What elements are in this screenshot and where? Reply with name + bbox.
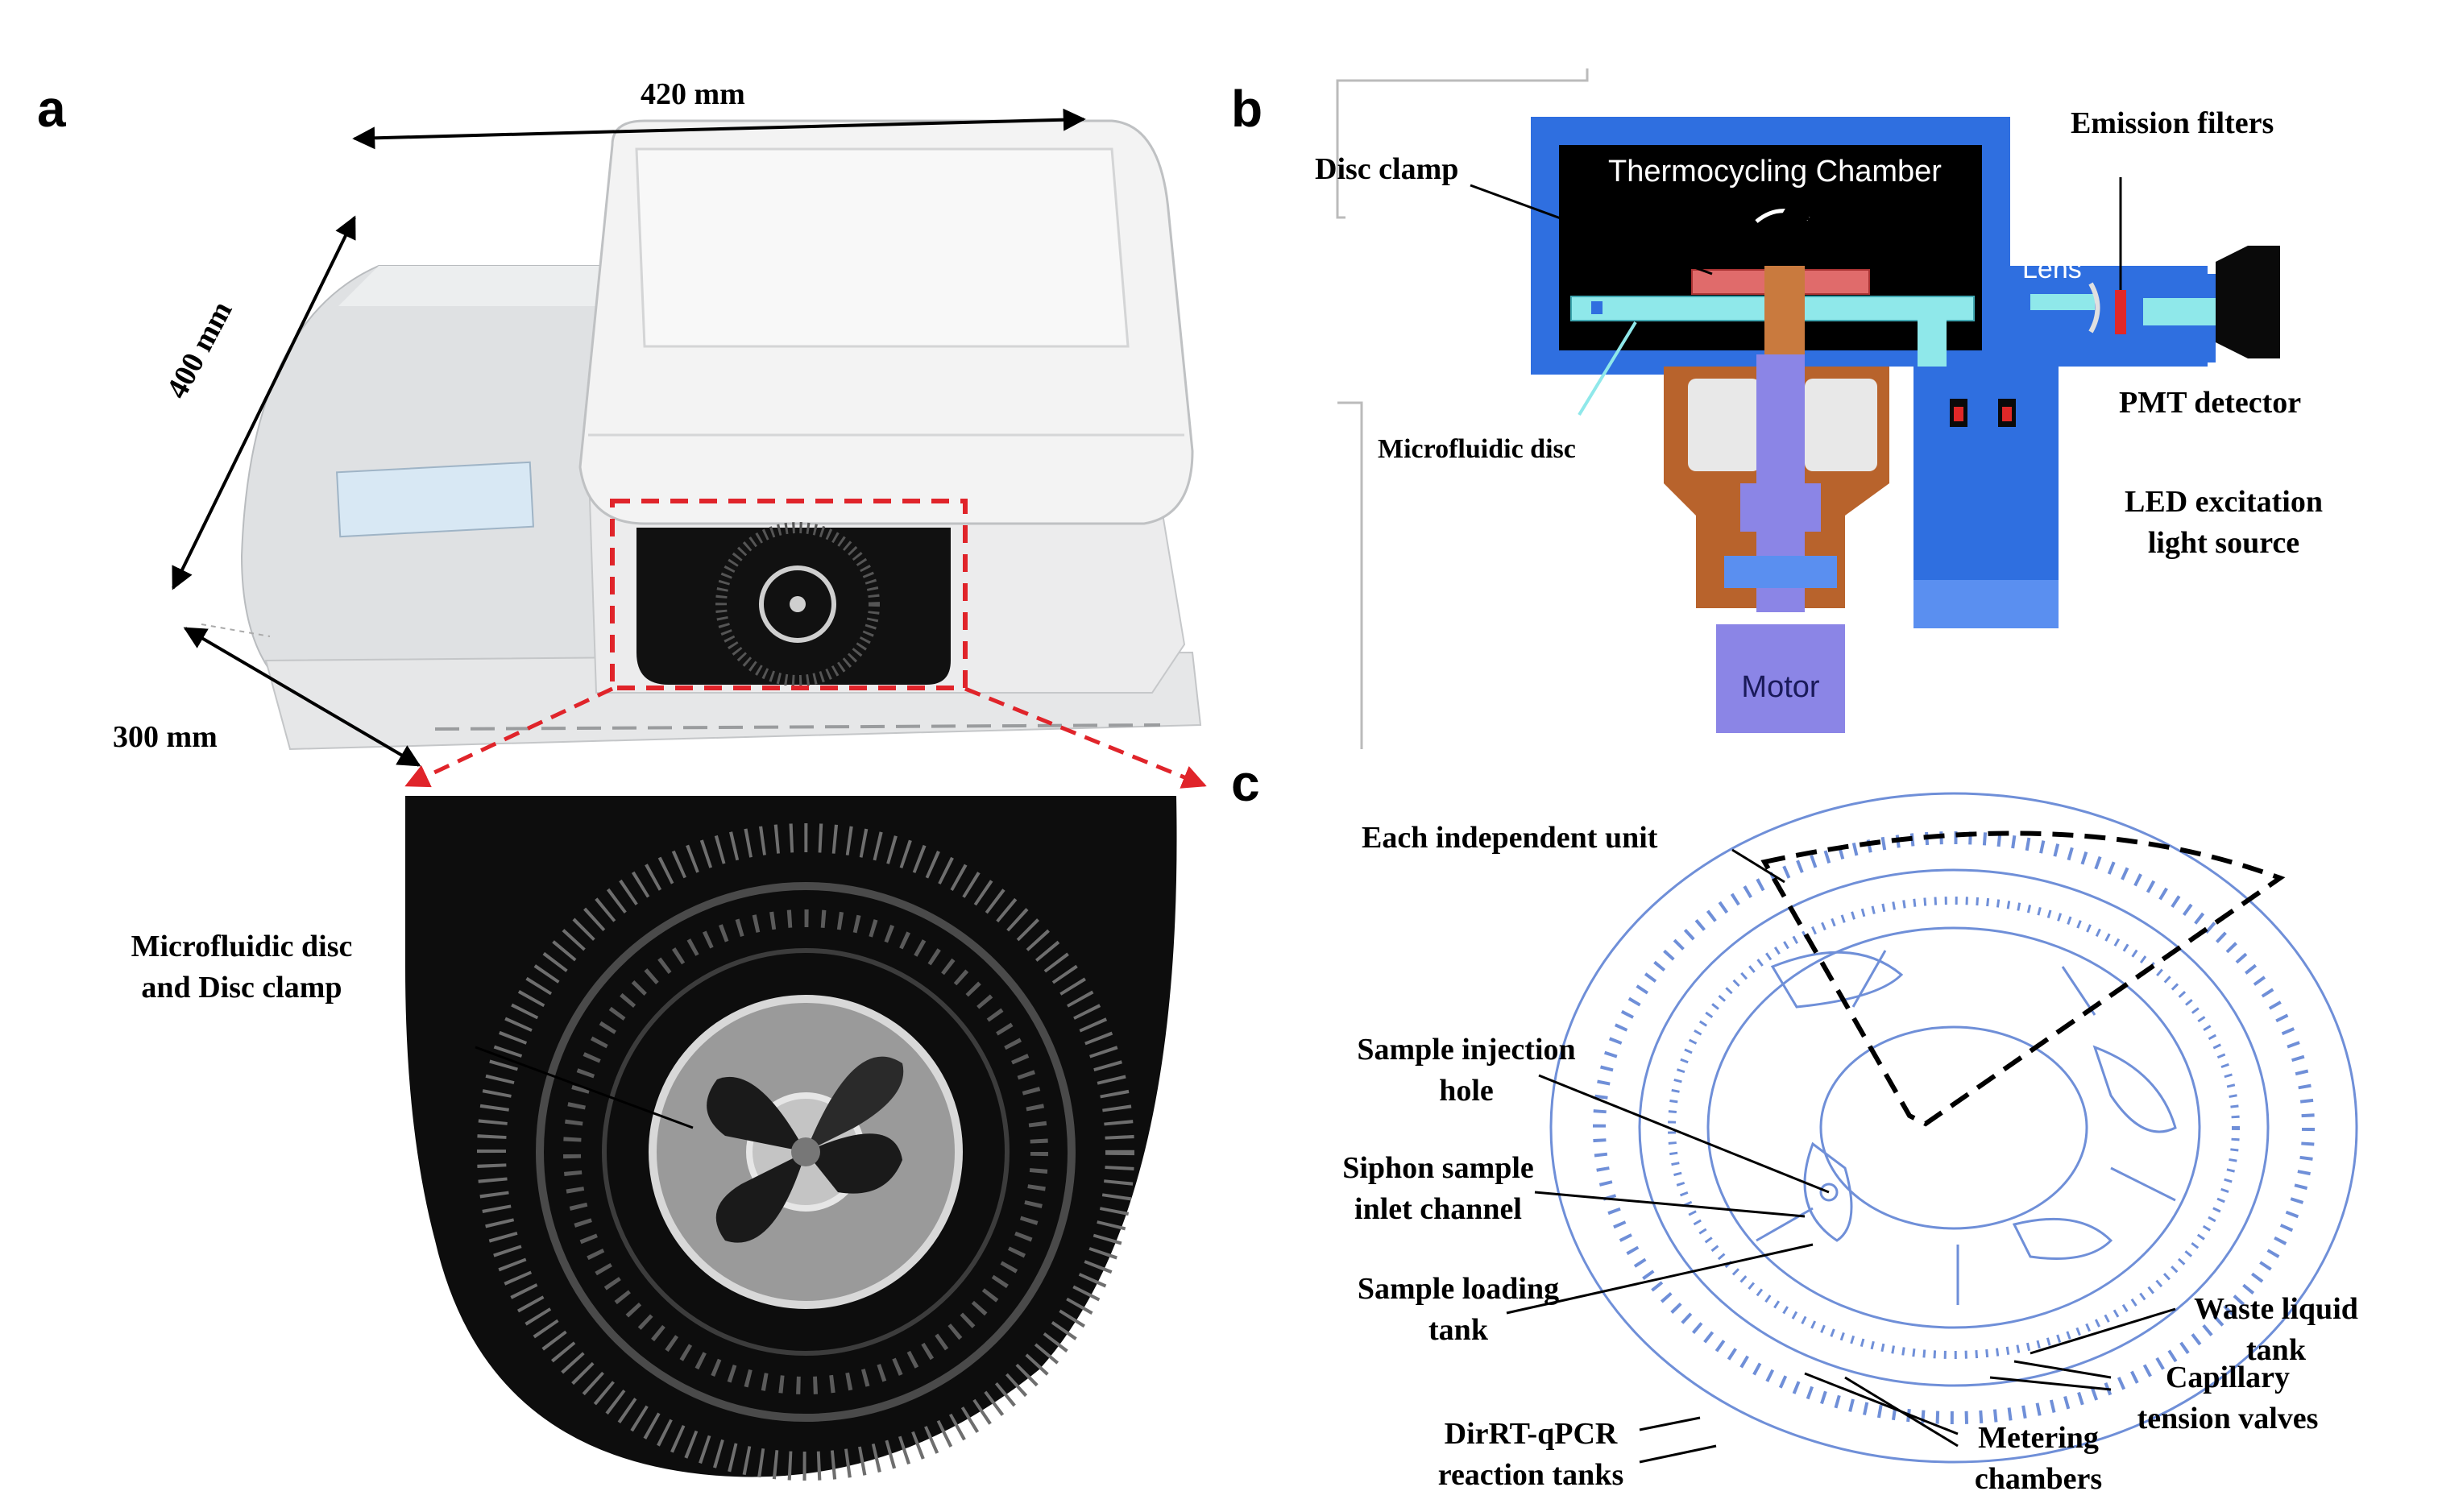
motor-label: Motor (1741, 670, 1819, 704)
loading-tank-line2: tank (1428, 1313, 1488, 1348)
siphon-channel-label: Siphon sample inlet channel (1281, 1148, 1595, 1231)
pmt-detector-label: PMT detector (2119, 386, 2302, 420)
chamber-title: Thermocycling Chamber (1608, 155, 1942, 188)
waste-tank-line2: tank (2246, 1333, 2306, 1368)
capillary-valves-line1: Capillary (2165, 1361, 2291, 1394)
independent-unit-outline (1760, 831, 2286, 1127)
sample-injection-label: Sample injection hole (1289, 1029, 1644, 1112)
depth-dimension-arrow (172, 215, 356, 590)
capillary-valves-line2: tension valves (2137, 1402, 2319, 1436)
reaction-tanks-line1: DirRT-qPCR (1444, 1417, 1618, 1451)
zoomed-disc-photo (405, 793, 1209, 1494)
disc-clamp-label: Disc clamp (1315, 152, 1459, 186)
sample-injection-line1: Sample injection (1357, 1033, 1576, 1067)
led-source-label-line1: LED excitation (2125, 485, 2323, 519)
zoom-disc-label-line1: Microfluidic disc (131, 930, 353, 963)
panel-letter-b: b (1231, 80, 1263, 138)
emission-filter (2115, 290, 2126, 334)
panel-c-leader-lines (1506, 848, 2176, 1464)
led-source-label-line2: light source (2147, 526, 2300, 561)
microfluidic-disc-label: Microfluidic disc (1378, 434, 1576, 464)
control-panel-sticker (336, 461, 534, 538)
led-source-label: LED excitation light source (2063, 482, 2385, 565)
zoom-selection-box (610, 499, 968, 690)
motor (1716, 624, 1845, 733)
reaction-tanks-line2: reaction tanks (1437, 1458, 1624, 1493)
loading-tank-label: Sample loading tank (1289, 1269, 1627, 1352)
capillary-valves-label: Capillary tension valves (2095, 1357, 2361, 1440)
height-dimension-arrow (183, 627, 421, 767)
instrument-illustration (240, 119, 1207, 789)
zoom-disc-label-line2: and Disc clamp (141, 971, 342, 1005)
zoom-disc-label: Microfluidic disc and Disc clamp (73, 926, 411, 1009)
sample-injection-line2: hole (1439, 1074, 1494, 1108)
width-dimension-arrow (352, 108, 1086, 150)
panel-letter-c: c (1231, 754, 1260, 812)
waste-tank-label: Waste liquid tank (2143, 1289, 2409, 1372)
lens-label: Lens (2022, 254, 2082, 284)
loading-tank-line1: Sample loading (1357, 1272, 1560, 1306)
metering-chambers-line1: Metering (1978, 1421, 2099, 1455)
disc-schematic (1549, 792, 2358, 1464)
metering-chambers-line2: chambers (1974, 1462, 2103, 1497)
waste-tank-line1: Waste liquid (2194, 1292, 2358, 1326)
siphon-channel-line1: Siphon sample (1342, 1151, 1534, 1185)
width-dimension-label: 420 mm (641, 77, 745, 111)
panel-letter-a: a (37, 80, 66, 138)
metering-chambers-label: Metering chambers (1942, 1418, 2135, 1501)
height-dimension-label: 300 mm (113, 720, 218, 754)
siphon-channel-line2: inlet channel (1354, 1192, 1522, 1227)
emission-filters-label: Emission filters (2071, 106, 2274, 140)
reaction-tanks-label: DirRT-qPCR reaction tanks (1410, 1414, 1652, 1497)
cross-section-diagram (1336, 68, 2280, 749)
pmt-detector (2216, 246, 2280, 358)
each-unit-label: Each independent unit (1362, 821, 1658, 855)
